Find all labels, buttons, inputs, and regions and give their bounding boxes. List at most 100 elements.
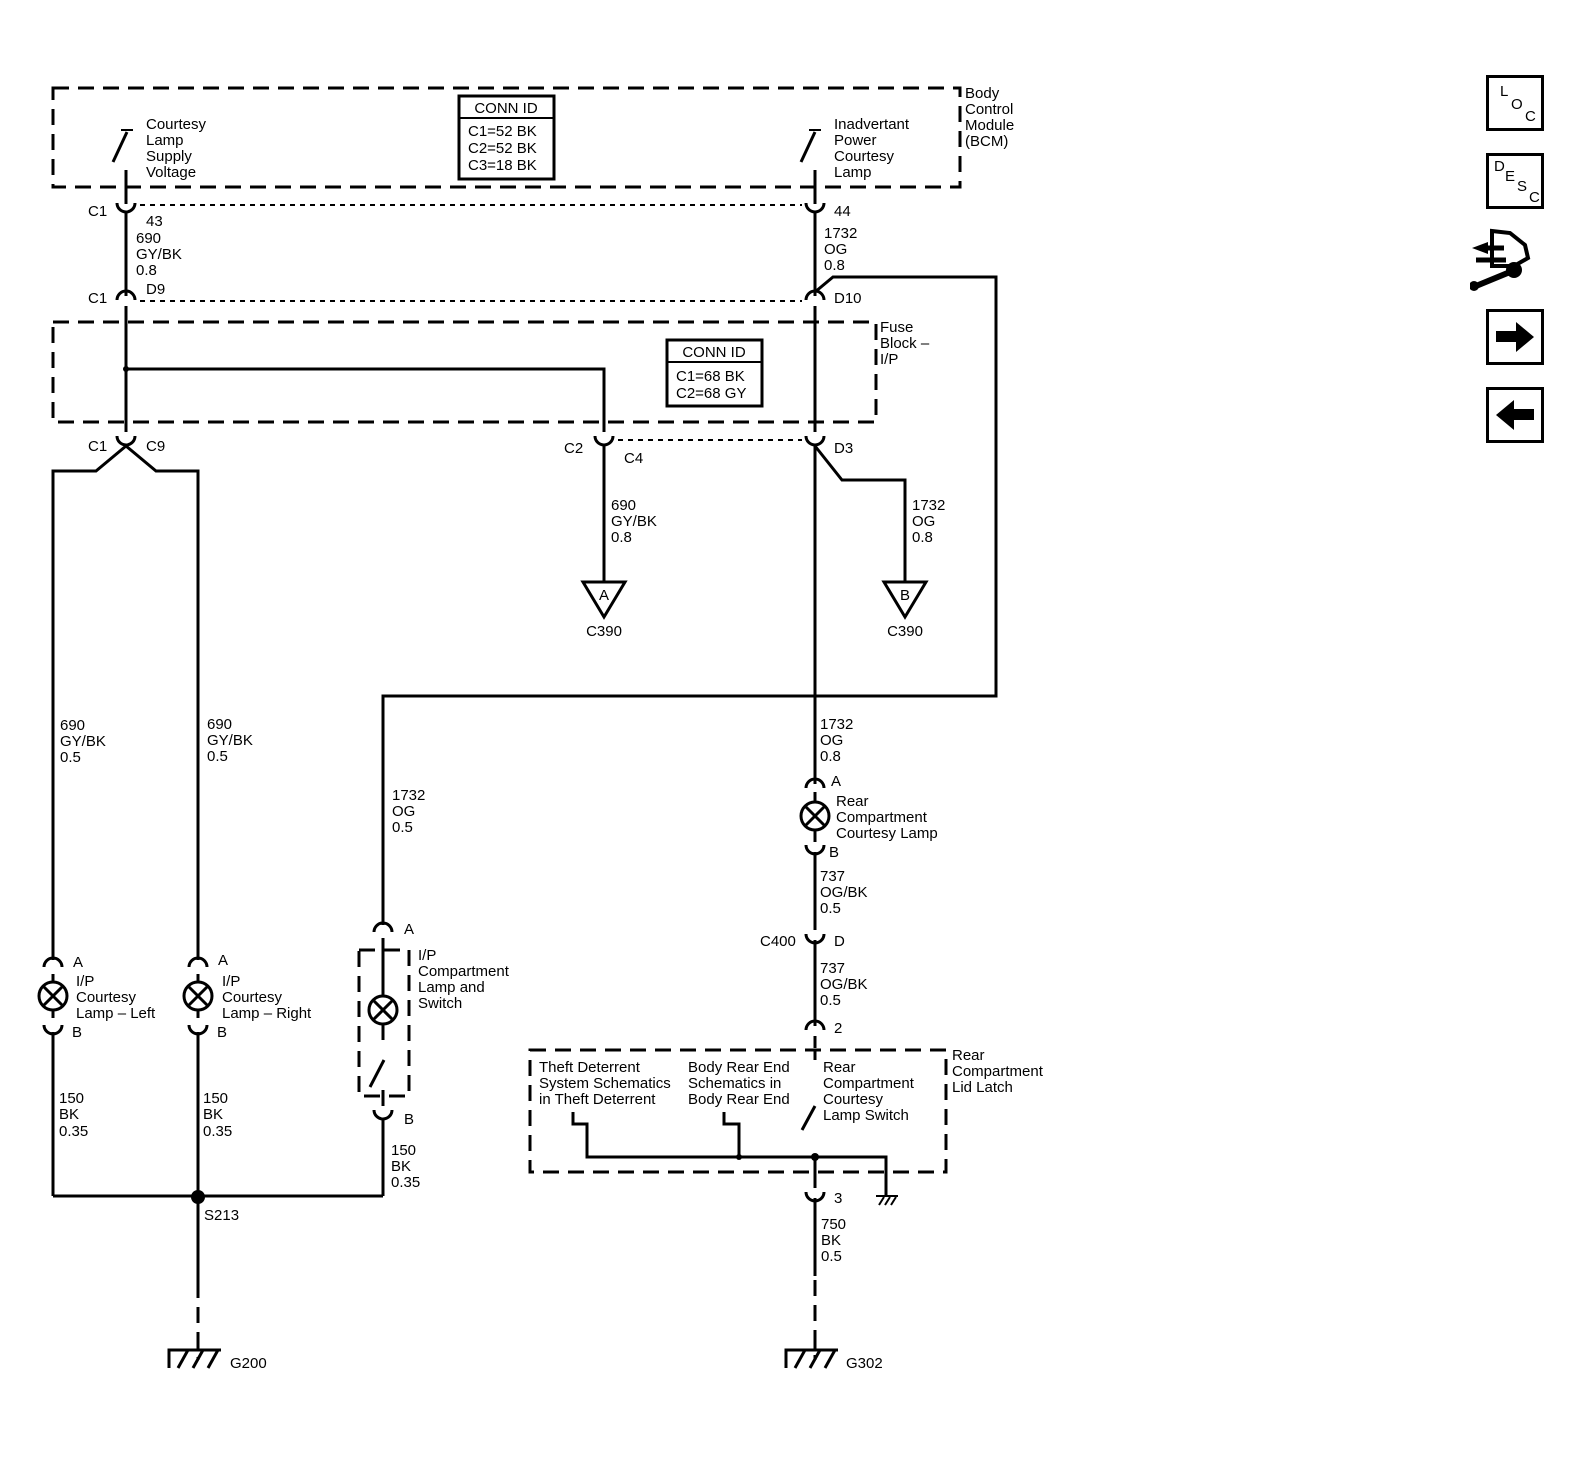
svg-text:B: B	[900, 587, 910, 604]
body-rear-end-ref[interactable]: Body Rear End Schematics in Body Rear En…	[688, 1059, 790, 1108]
svg-text:Rear: Rear	[823, 1059, 856, 1076]
svg-text:Power: Power	[834, 132, 877, 149]
svg-text:Module: Module	[965, 117, 1014, 134]
c1-fuse-top-label: C1	[88, 290, 107, 307]
svg-text:BK: BK	[203, 1106, 223, 1123]
c4-label: C4	[624, 450, 643, 467]
svg-text:Fuse: Fuse	[880, 319, 913, 336]
offpage-ref-b[interactable]: B	[881, 580, 929, 620]
svg-text:150: 150	[59, 1090, 84, 1107]
bcm-switch-right	[799, 129, 821, 204]
svg-text:Body: Body	[965, 85, 1000, 102]
svg-text:1732: 1732	[392, 787, 425, 804]
svg-text:CONN ID: CONN ID	[474, 100, 538, 117]
offpage-ref-a[interactable]: A	[580, 580, 628, 620]
connector-wrench-icon[interactable]	[1469, 228, 1532, 294]
svg-text:I/P: I/P	[222, 973, 240, 990]
c9-label: C9	[146, 438, 165, 455]
location-button[interactable]: L O C	[1486, 75, 1544, 131]
lamp-ip-right	[182, 974, 214, 1296]
svg-text:OG: OG	[912, 513, 935, 530]
svg-text:C1=68 BK: C1=68 BK	[676, 368, 745, 385]
svg-text:GY/BK: GY/BK	[60, 733, 106, 750]
svg-text:0.35: 0.35	[391, 1174, 420, 1191]
lamp-left-label: A I/P Courtesy Lamp – Left B	[72, 954, 156, 1041]
svg-text:Control: Control	[965, 101, 1013, 118]
svg-text:690: 690	[207, 716, 232, 733]
theft-deterrent-ref[interactable]: Theft Deterrent System Schematics in The…	[539, 1059, 671, 1108]
svg-text:Rear: Rear	[836, 793, 869, 810]
bcm-switch-left	[111, 129, 133, 204]
c1-bcm-label: C1	[88, 203, 107, 220]
desc-letter-d: D	[1494, 158, 1505, 175]
svg-text:BK: BK	[821, 1232, 841, 1249]
arrow-left-icon	[1496, 400, 1534, 430]
svg-text:0.8: 0.8	[611, 529, 632, 546]
rear-latch-name: Rear Compartment Lid Latch	[952, 1047, 1044, 1096]
lamp-ip-left	[37, 974, 69, 1196]
bcm-inadvertant-power-label: Inadvertant Power Courtesy Lamp	[834, 116, 910, 181]
ip-compartment-lamp-switch	[357, 938, 411, 1196]
svg-text:GY/BK: GY/BK	[207, 732, 253, 749]
svg-text:(BCM): (BCM)	[965, 133, 1008, 150]
pin-43-label: 43	[146, 213, 163, 230]
svg-text:I/P: I/P	[76, 973, 94, 990]
previous-page-button[interactable]	[1486, 387, 1544, 443]
svg-text:Switch: Switch	[418, 995, 462, 1012]
svg-text:0.5: 0.5	[820, 900, 841, 917]
svg-text:Theft Deterrent: Theft Deterrent	[539, 1059, 641, 1076]
latch-junction-dot-2	[811, 1153, 819, 1161]
svg-text:Compartment: Compartment	[823, 1075, 915, 1092]
fuse-block-box	[51, 320, 878, 424]
svg-text:690: 690	[60, 717, 85, 734]
svg-text:Block –: Block –	[880, 335, 930, 352]
svg-text:Courtesy Lamp: Courtesy Lamp	[836, 825, 938, 842]
svg-text:BK: BK	[59, 1106, 79, 1123]
svg-text:0.5: 0.5	[60, 749, 81, 766]
svg-text:Lamp – Right: Lamp – Right	[222, 1005, 312, 1022]
pin-44-label: 44	[834, 203, 851, 220]
svg-text:Body Rear End: Body Rear End	[688, 1091, 790, 1108]
wire-1732-right-circuit	[381, 212, 998, 1048]
svg-text:Compartment: Compartment	[836, 809, 928, 826]
svg-text:OG: OG	[820, 732, 843, 749]
svg-text:GY/BK: GY/BK	[136, 246, 182, 263]
next-page-button[interactable]	[1486, 309, 1544, 365]
latch-junction-dot	[736, 1154, 742, 1160]
svg-text:1732: 1732	[820, 716, 853, 733]
c400-label: C400	[760, 933, 796, 950]
c2-label: C2	[564, 440, 583, 457]
d9-label: D9	[146, 281, 165, 298]
svg-text:A: A	[831, 773, 841, 790]
c390-b-label: C390	[887, 623, 923, 640]
loc-letter-c: C	[1525, 108, 1536, 125]
ground-g302-icon	[784, 1336, 838, 1369]
ground-g200-icon	[167, 1336, 221, 1369]
svg-text:0.5: 0.5	[392, 819, 413, 836]
svg-text:I/P: I/P	[880, 351, 898, 368]
svg-text:C3=18 BK: C3=18 BK	[468, 157, 537, 174]
svg-text:0.5: 0.5	[821, 1248, 842, 1265]
svg-text:Lamp: Lamp	[146, 132, 184, 149]
description-button[interactable]: D E S C	[1486, 153, 1544, 209]
c390-a-label: C390	[586, 623, 622, 640]
s213-label: S213	[204, 1207, 239, 1224]
svg-text:B: B	[404, 1111, 414, 1128]
svg-text:I/P: I/P	[418, 947, 436, 964]
pin-3-label: 3	[834, 1190, 842, 1207]
svg-text:B: B	[217, 1024, 227, 1041]
svg-text:A: A	[73, 954, 83, 971]
svg-text:Courtesy: Courtesy	[76, 989, 137, 1006]
bcm-courtesy-supply-label: Courtesy Lamp Supply Voltage	[146, 116, 207, 181]
g200-label: G200	[230, 1355, 267, 1372]
